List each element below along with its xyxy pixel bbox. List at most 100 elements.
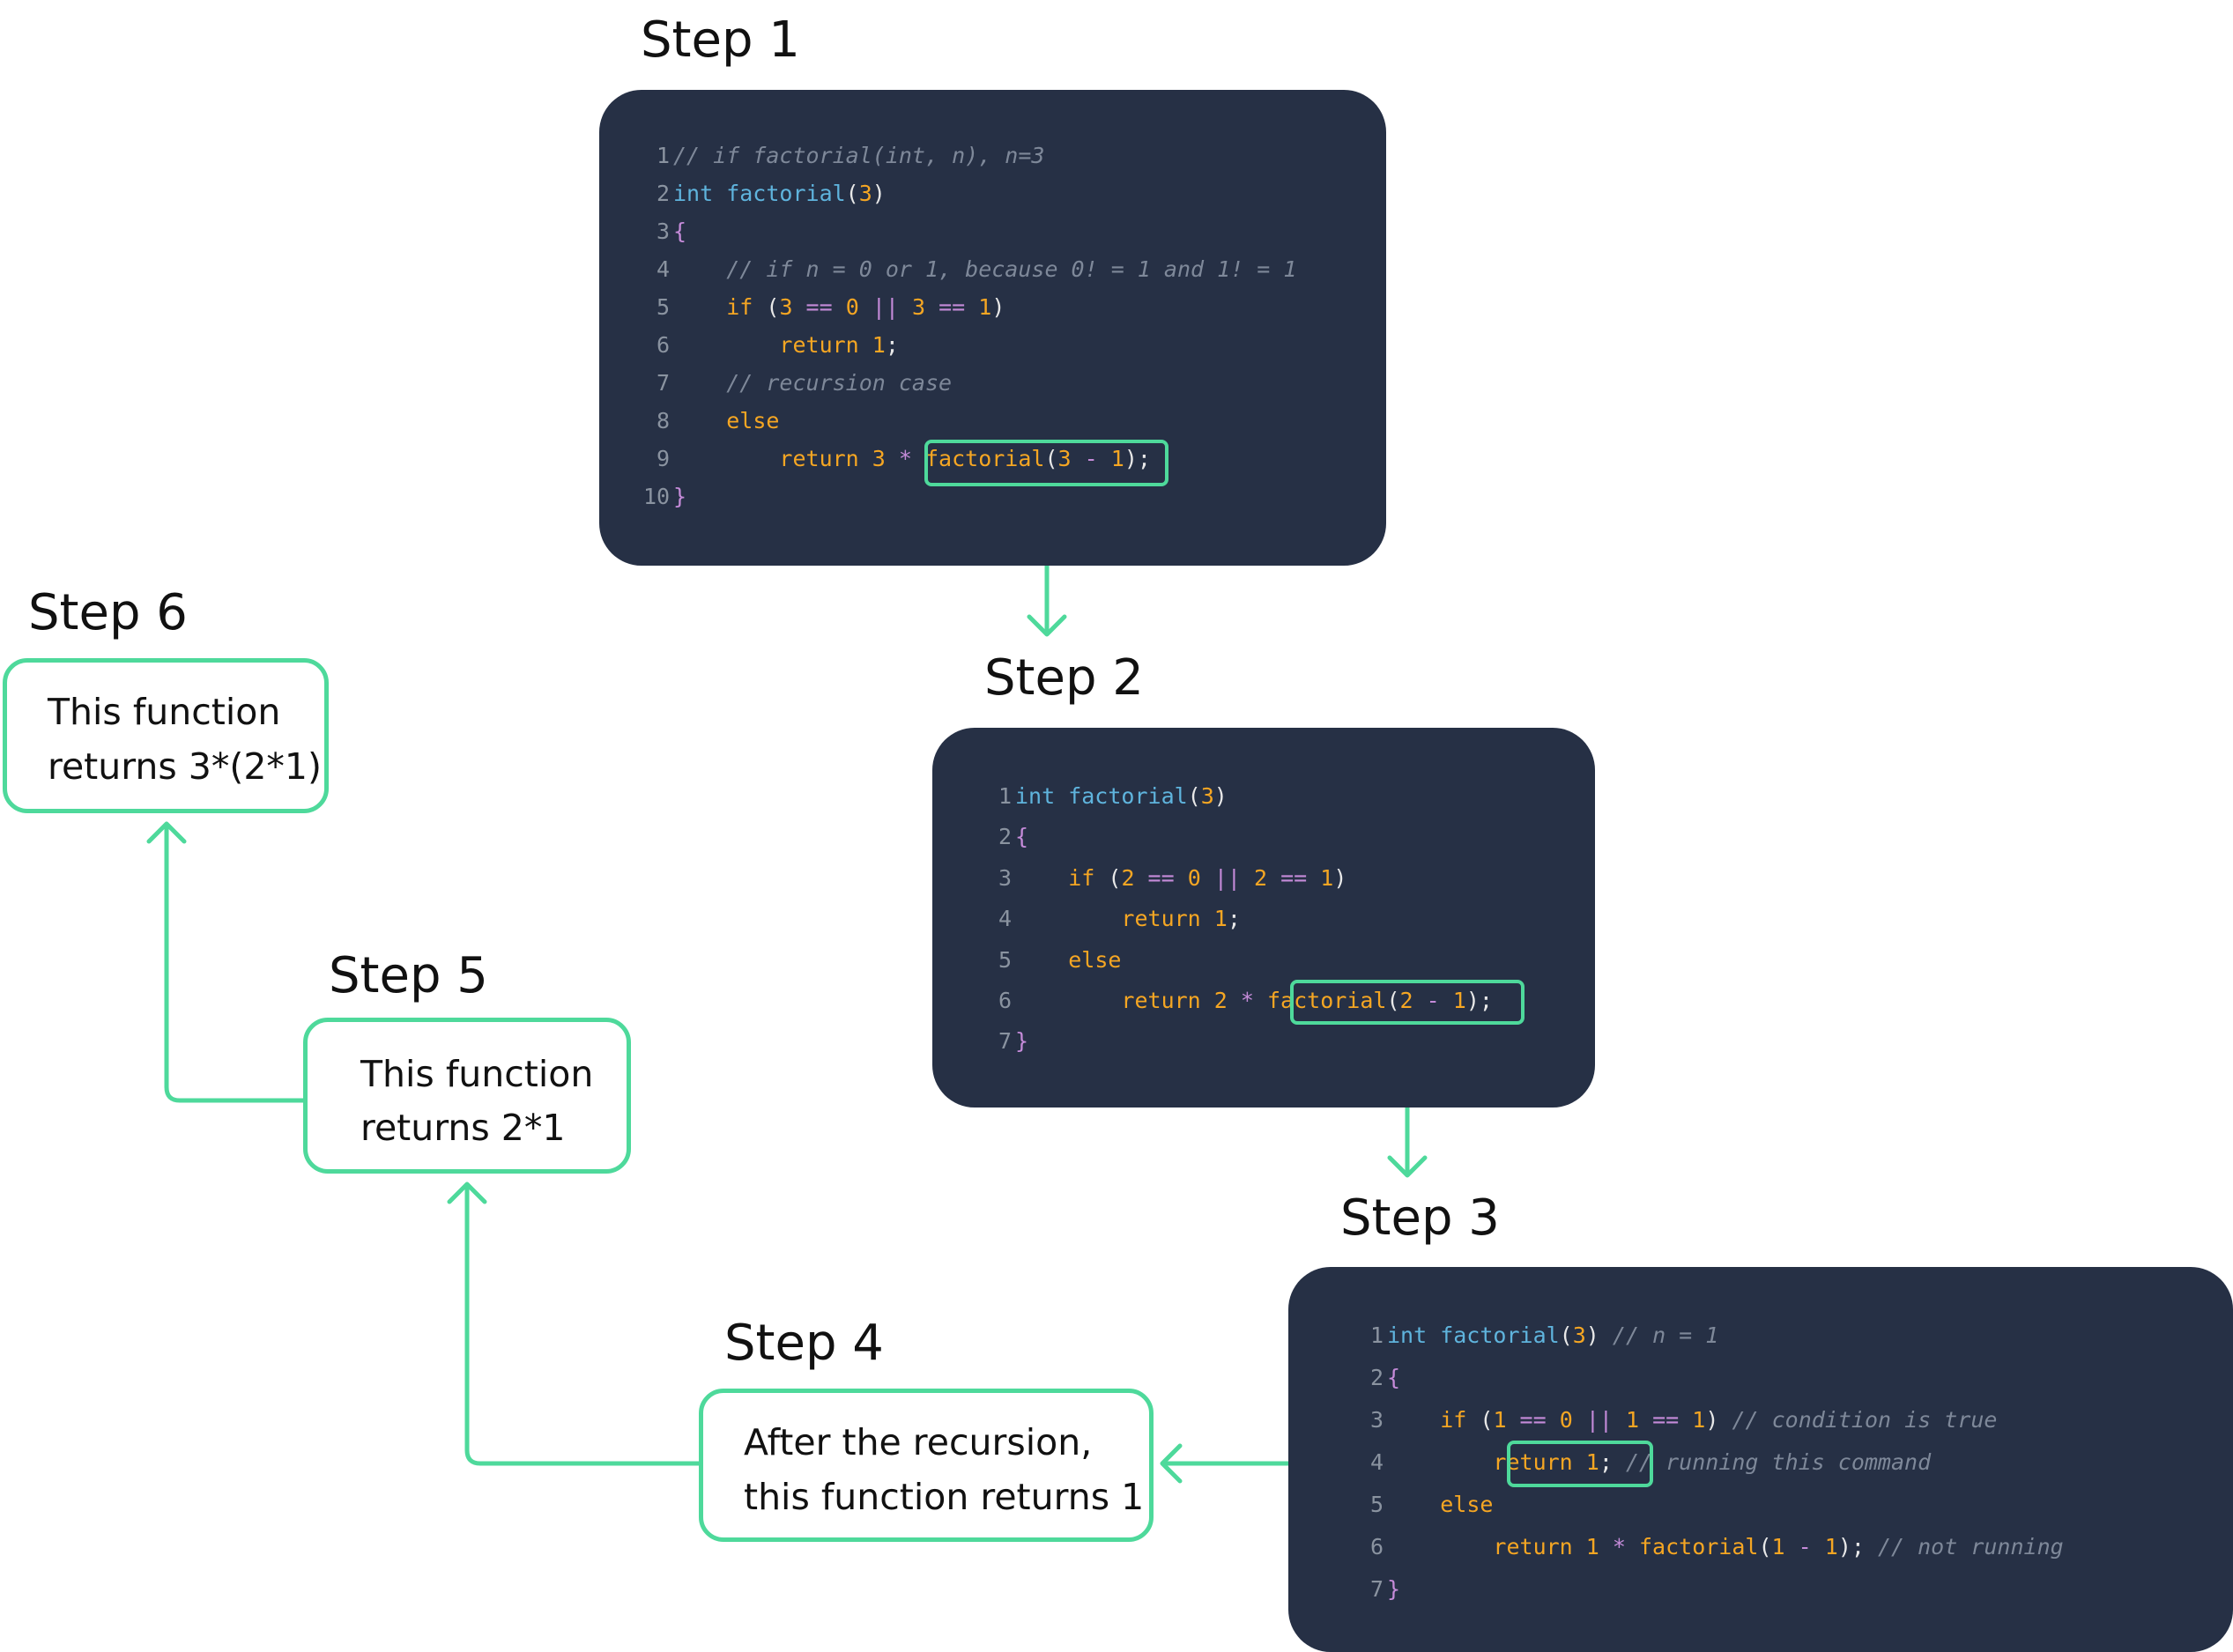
- code-token: 3: [779, 294, 793, 320]
- code-line: 6 return 2 * factorial(2 - 1);: [985, 989, 1493, 1011]
- code-token: factorial: [1267, 988, 1387, 1013]
- code-token: 1: [1771, 1534, 1785, 1559]
- line-number: 5: [1369, 1492, 1384, 1517]
- code-token: return 1: [1493, 1534, 1599, 1559]
- code-token: [1015, 988, 1121, 1013]
- code-line: 9 return 3 * factorial(3 - 1);: [643, 448, 1151, 470]
- code-token: ): [991, 294, 1005, 320]
- code-token: int factorial: [1015, 783, 1188, 809]
- code-token: int factorial: [1387, 1322, 1560, 1348]
- code-token: (: [1559, 1322, 1573, 1348]
- code-line: 8 else: [643, 408, 780, 433]
- arrow-step4-to-step5: [447, 1182, 701, 1466]
- code-token: ==: [1506, 1407, 1560, 1433]
- step-6-title: Step 6: [28, 584, 188, 641]
- code-line: 5 else: [985, 946, 1122, 973]
- step-6-line-2: returns 3*(2*1): [48, 745, 323, 788]
- line-number: 8: [656, 408, 670, 433]
- code-token: }: [1015, 1028, 1029, 1055]
- code-token: (: [1758, 1534, 1772, 1559]
- code-token: ;: [1227, 906, 1241, 932]
- line-number: 3: [656, 219, 670, 244]
- step-6-line-1: This function: [48, 691, 281, 733]
- line-number: 2: [1369, 1365, 1384, 1390]
- code-token: ): [872, 181, 886, 206]
- code-token: 2: [1121, 864, 1135, 891]
- line-number: 4: [656, 256, 670, 282]
- code-token: return 1: [779, 332, 886, 358]
- step-1-highlight: [924, 440, 1168, 486]
- code-line: 5 if (3 == 0 || 3 == 1): [643, 296, 1005, 318]
- step-4-line-1: After the recursion,: [744, 1421, 1093, 1463]
- code-token: 1: [1452, 988, 1466, 1013]
- code-token: // if factorial(int, n), n=3: [673, 143, 1045, 168]
- line-number: 4: [998, 906, 1012, 932]
- line-number: 7: [998, 1028, 1012, 1055]
- code-token: -: [1784, 1534, 1825, 1559]
- line-number: 6: [998, 988, 1012, 1013]
- step-1-title: Step 1: [641, 11, 800, 69]
- code-token: else: [1068, 946, 1122, 973]
- code-token: {: [1015, 824, 1029, 850]
- code-token: if: [1068, 864, 1095, 891]
- line-number: 7: [656, 370, 670, 396]
- code-token: int factorial: [673, 181, 846, 206]
- code-line: 2{: [1357, 1367, 1400, 1389]
- code-token: ==: [925, 294, 979, 320]
- code-token: -: [1071, 446, 1111, 471]
- code-token: [1015, 906, 1121, 931]
- code-token: [673, 446, 779, 471]
- code-token: 1: [1824, 1534, 1838, 1559]
- code-token: [1015, 947, 1068, 973]
- code-token: // n = 1: [1599, 1322, 1719, 1348]
- code-token: ): [1705, 1407, 1719, 1433]
- line-number: 6: [1369, 1534, 1384, 1559]
- code-token: if: [726, 294, 753, 320]
- line-number: 7: [1369, 1576, 1384, 1602]
- code-line: 7}: [1357, 1578, 1400, 1600]
- step-4-title: Step 4: [724, 1315, 884, 1372]
- code-token: 3: [1200, 783, 1214, 809]
- code-token: {: [1387, 1365, 1401, 1390]
- code-token: *: [885, 446, 925, 471]
- step-3-title: Step 3: [1340, 1189, 1500, 1247]
- code-token: ==: [1134, 864, 1188, 891]
- code-token: [1387, 1534, 1493, 1559]
- code-token: ): [1213, 783, 1228, 809]
- code-line: 1// if factorial(int, n), n=3: [643, 143, 1045, 168]
- code-token: [1387, 1492, 1440, 1517]
- code-token: // running this command: [1612, 1449, 1932, 1475]
- code-token: // condition is true: [1718, 1407, 1998, 1433]
- code-token: ;: [885, 332, 899, 358]
- code-token: ||: [1200, 864, 1254, 891]
- code-token: [673, 294, 726, 320]
- code-token: (: [845, 181, 859, 206]
- code-token: }: [673, 484, 687, 509]
- step-2-title: Step 2: [984, 649, 1144, 707]
- line-number: 3: [998, 864, 1012, 891]
- code-token: // if n = 0 or 1, because 0! = 1 and 1! …: [726, 256, 1297, 282]
- code-token: return 2: [1121, 988, 1228, 1013]
- code-token: (: [753, 294, 780, 320]
- step-3-highlight: [1507, 1441, 1653, 1487]
- code-token: [673, 332, 779, 358]
- step-5-line-1: This function: [360, 1053, 594, 1095]
- line-number: 1: [656, 143, 670, 168]
- code-token: [1387, 1449, 1493, 1475]
- step-5-title: Step 5: [329, 947, 488, 1004]
- code-token: 2: [1399, 988, 1413, 1013]
- step-6-note: This function returns 3*(2*1): [3, 658, 329, 813]
- code-line: 3{: [643, 220, 686, 242]
- code-token: factorial: [925, 446, 1045, 471]
- code-token: ==: [792, 294, 846, 320]
- code-token: if: [1440, 1407, 1467, 1433]
- code-token: 1: [1110, 446, 1124, 471]
- code-token: return 3: [779, 446, 886, 471]
- step-5-line-2: returns 2*1: [360, 1107, 566, 1149]
- code-token: (: [1466, 1407, 1494, 1433]
- code-token: 3: [1572, 1322, 1586, 1348]
- code-token: 1: [1320, 864, 1334, 891]
